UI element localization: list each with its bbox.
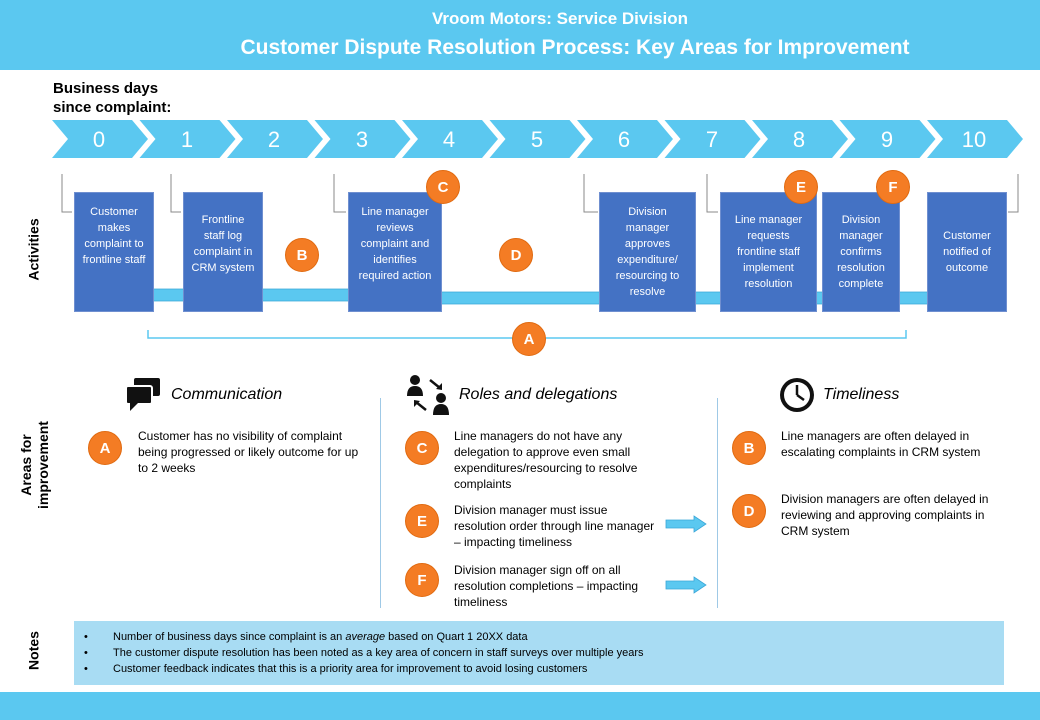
timeline-chevron (489, 120, 586, 158)
division-subtitle: Vroom Motors: Service Division (431, 9, 688, 28)
clock-icon (780, 378, 814, 412)
timeline-label: Business days since complaint: (53, 80, 172, 116)
item-badge-b: B (732, 431, 766, 465)
item-badge-e: E (405, 504, 439, 538)
day-label: 3 (355, 127, 369, 152)
chat-bubbles-icon (125, 378, 160, 411)
timeline-chevron (577, 120, 673, 158)
bracket-lines (61, 174, 1019, 213)
day-label: 0 (92, 127, 106, 152)
item-text-a: Customer has no visibility of complaint … (138, 429, 359, 475)
category-title-roles: Roles and delegations (459, 386, 618, 403)
item-text-f: Division manager sign off on all resolut… (454, 563, 639, 609)
timeline-chevron (139, 120, 236, 158)
people-exchange-icon (407, 375, 449, 415)
item-text-d: Division managers are often delayed in r… (781, 492, 989, 538)
page-title: Customer Dispute Resolution Process: Key… (240, 36, 910, 59)
day-label: 2 (267, 127, 281, 152)
notes-list: Number of business days since complaint … (74, 629, 1004, 677)
row-label-activities: Activities (25, 218, 42, 281)
note-item: Customer feedback indicates that this is… (84, 661, 1004, 677)
day-label: 9 (880, 127, 894, 152)
timeline-chevron (227, 120, 323, 158)
day-label: 1 (180, 127, 194, 152)
category-title-communication: Communication (171, 386, 283, 403)
timeline-chevron (927, 120, 1023, 158)
notes-panel: Number of business days since complaint … (74, 621, 1004, 685)
item-badge-f: F (405, 563, 439, 597)
process-badge-e: E (784, 170, 818, 204)
activity-notify: Customer notified of outcome (927, 192, 1007, 312)
activity-complaint: Customer makes complaint to frontline st… (74, 192, 154, 312)
activity-review: Line manager reviews complaint and ident… (348, 192, 442, 312)
row-label-areas: Areas for improvement (18, 421, 51, 509)
footer-bar (0, 692, 1040, 720)
timeline-chevron (52, 120, 148, 158)
process-badge-d: D (499, 238, 533, 272)
timeline-chevron (402, 120, 498, 158)
day-label: 6 (617, 127, 631, 152)
section-divider (717, 398, 718, 608)
item-badge-d: D (732, 494, 766, 528)
timeline-chevron (664, 120, 761, 158)
note-item: Number of business days since complaint … (84, 629, 1004, 645)
item-badge-a: A (88, 431, 122, 465)
activity-log: Frontline staff log complaint in CRM sys… (183, 192, 263, 312)
activity-confirm: Division manager confirms resolution com… (822, 192, 900, 312)
timeline-chevron (839, 120, 936, 158)
process-badge-b: B (285, 238, 319, 272)
day-label: 10 (961, 127, 987, 152)
activity-implement: Line manager requests frontline staff im… (720, 192, 817, 312)
activity-approve: Division manager approves expenditure/ r… (599, 192, 696, 312)
day-label: 5 (530, 127, 544, 152)
timeline-chevron (314, 120, 411, 158)
item-text-c: Line managers do not have any delegation… (454, 429, 638, 491)
timeline-chevron (752, 120, 848, 158)
process-badge-a: A (512, 322, 546, 356)
day-label: 7 (705, 127, 719, 152)
day-label: 4 (442, 127, 456, 152)
timeline-chevrons (52, 120, 1023, 158)
process-badge-c: C (426, 170, 460, 204)
header-banner: Vroom Motors: Service Division Customer … (0, 0, 1040, 70)
item-text-b: Line managers are often delayed in escal… (781, 429, 981, 459)
day-label: 8 (792, 127, 806, 152)
section-divider (380, 398, 381, 608)
note-item: The customer dispute resolution has been… (84, 645, 1004, 661)
category-title-timeliness: Timeliness (823, 386, 900, 403)
row-label-notes: Notes (25, 631, 42, 670)
item-badge-c: C (405, 431, 439, 465)
process-badge-f: F (876, 170, 910, 204)
item-text-e: Division manager must issue resolution o… (454, 503, 655, 549)
